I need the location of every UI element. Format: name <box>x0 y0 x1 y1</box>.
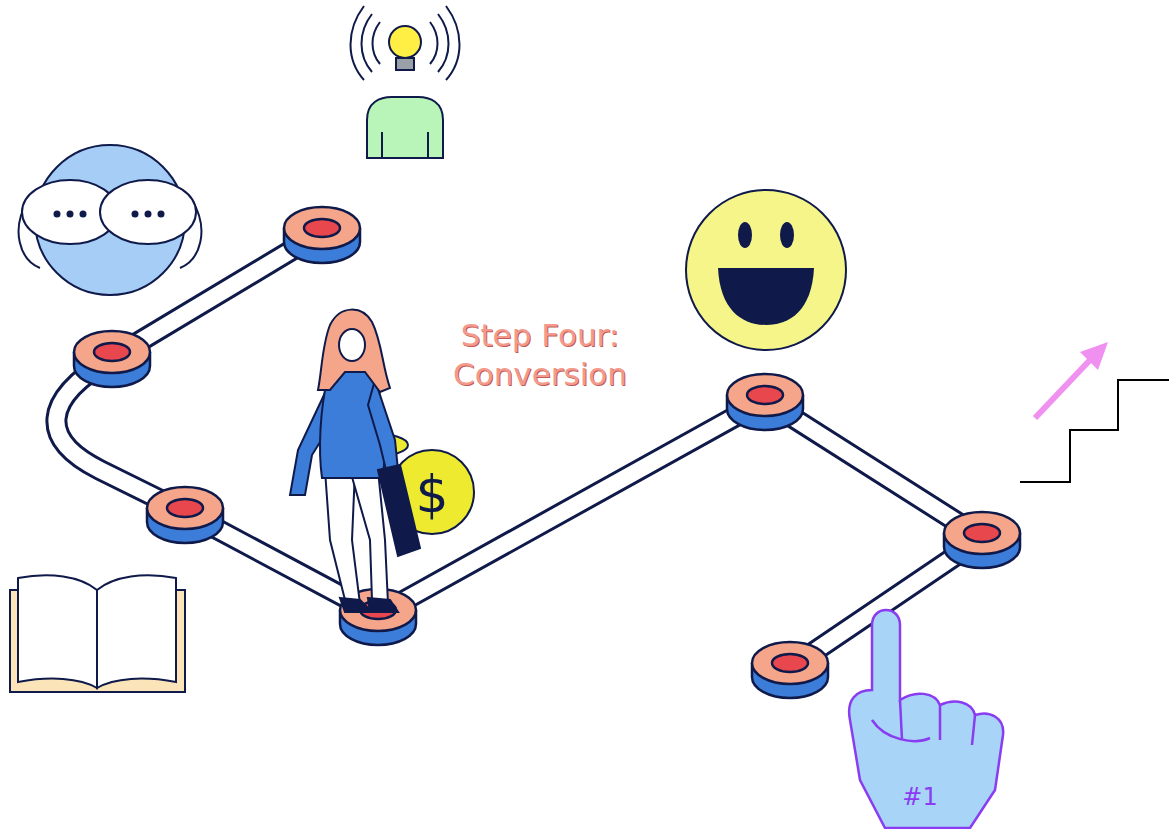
book-icon <box>10 575 185 692</box>
woman-figure <box>290 310 474 612</box>
conversation-icon <box>19 145 202 295</box>
idea-icon <box>351 6 460 158</box>
journey-path <box>56 232 982 668</box>
number-one-mark: #1 <box>890 782 950 812</box>
foam-finger-icon <box>849 610 1003 828</box>
growth-icon <box>1020 342 1169 482</box>
smiley-icon <box>686 190 846 350</box>
step-heading: Step Four: Conversion <box>395 316 685 394</box>
dollar-sign: $ <box>412 462 452 527</box>
